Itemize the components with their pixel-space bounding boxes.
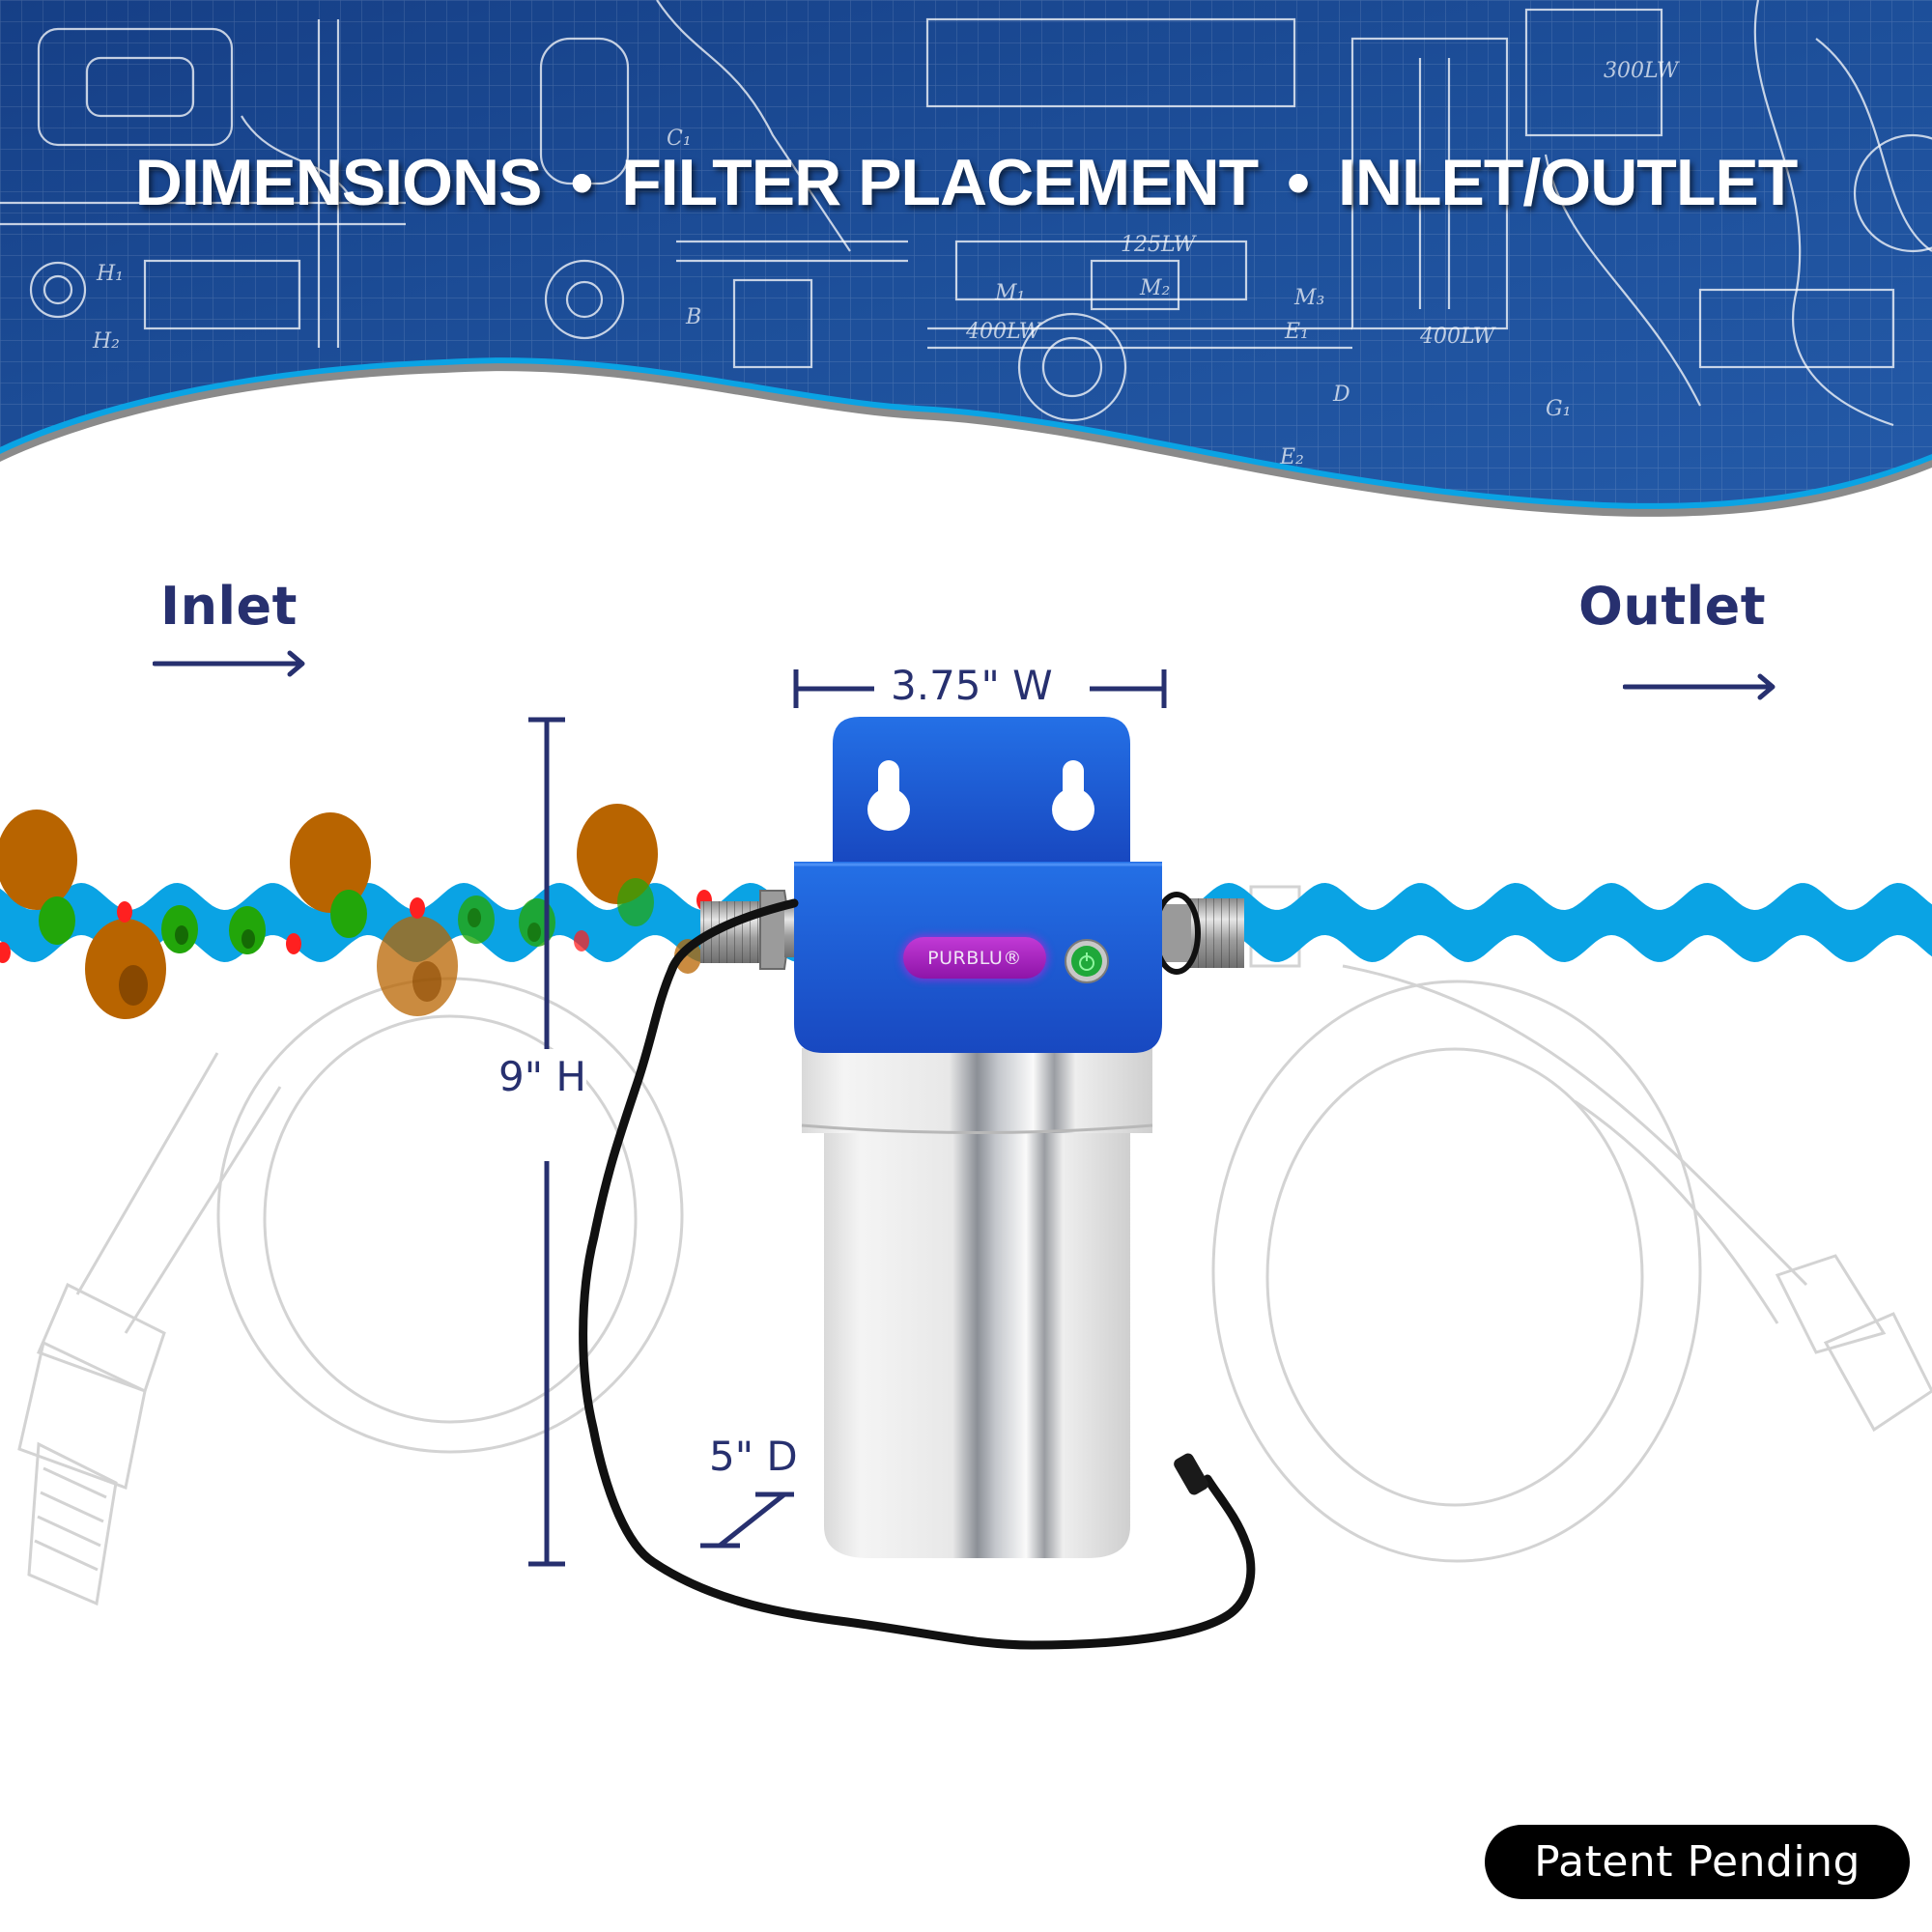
title-filter-placement: FILTER PLACEMENT (621, 146, 1259, 219)
patent-pending-badge: Patent Pending (1485, 1825, 1910, 1899)
svg-text:D: D (1332, 383, 1350, 407)
power-connector (1174, 1453, 1208, 1495)
height-dimension-label: 9" H (498, 1049, 586, 1104)
filter-canister (801, 1048, 1153, 1558)
contaminants (0, 804, 712, 1019)
svg-text:H₁: H₁ (96, 262, 124, 286)
depth-dimension-label: 5" D (709, 1433, 798, 1480)
svg-text:M₁: M₁ (994, 281, 1025, 305)
hose-outline-right (1211, 885, 1932, 1563)
svg-text:300LW: 300LW (1604, 59, 1681, 83)
brand-label: PURBLU® (903, 937, 1046, 979)
svg-text:E₁: E₁ (1284, 320, 1309, 344)
power-led-icon (1065, 939, 1109, 983)
outlet-label: Outlet (1578, 576, 1767, 637)
title-inlet-outlet: INLET/OUTLET (1337, 146, 1798, 219)
inlet-label: Inlet (160, 576, 298, 637)
svg-text:H₂: H₂ (92, 329, 120, 354)
svg-text:M₂: M₂ (1139, 276, 1170, 300)
outlet-fitting (1152, 892, 1244, 975)
keyhole-icon (1052, 760, 1094, 831)
hose-outline-left (17, 977, 684, 1606)
svg-text:M₃: M₃ (1293, 286, 1324, 310)
depth-dimension-line (700, 1492, 794, 1548)
height-dimension-line (528, 717, 565, 1567)
svg-text:400LW: 400LW (1419, 325, 1497, 349)
title-separator: • (1287, 146, 1310, 219)
inlet-arrow-icon (153, 650, 305, 677)
svg-text:C₁: C₁ (667, 127, 692, 151)
title-dimensions: DIMENSIONS (134, 146, 543, 219)
page-title: DIMENSIONS • FILTER PLACEMENT • INLET/OUTLET (0, 145, 1932, 220)
title-separator: • (570, 146, 593, 219)
power-cable (579, 898, 1256, 1650)
outlet-arrow-icon (1623, 673, 1776, 700)
width-dimension-label: 3.75" W (891, 662, 1053, 709)
svg-text:125LW: 125LW (1121, 233, 1198, 257)
keyhole-icon (867, 760, 910, 831)
mounting-bracket (833, 717, 1130, 862)
svg-text:G₁: G₁ (1546, 397, 1571, 421)
svg-text:B: B (685, 305, 701, 329)
width-dimension-line (793, 669, 1167, 708)
svg-text:400LW: 400LW (965, 320, 1043, 344)
